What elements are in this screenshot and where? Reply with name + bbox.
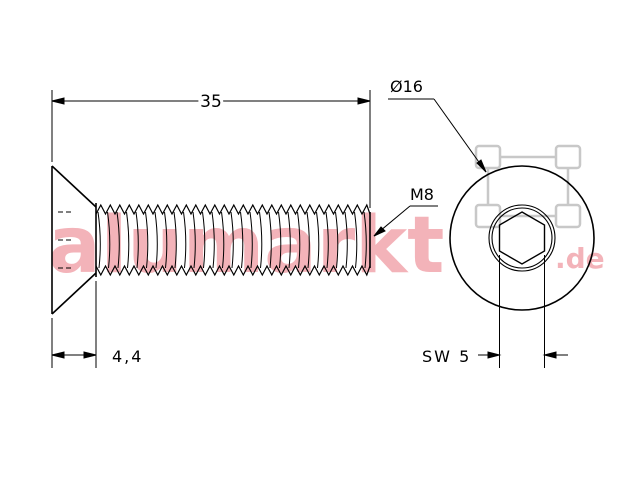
thread-profile: [95, 203, 371, 277]
length-label: 35: [200, 92, 222, 112]
diameter-callout: [388, 98, 487, 173]
diameter-label: Ø16: [390, 77, 423, 96]
socket-hidden-lines: [58, 211, 74, 269]
watermark-text: alumarkt: [48, 201, 444, 291]
head-height-dimension: [51, 281, 97, 368]
watermark-suffix: .de: [555, 242, 605, 275]
screw-side-view: [51, 165, 371, 315]
hex-socket-icon: [498, 211, 546, 265]
thread-label: M8: [410, 185, 434, 204]
watermark-logo-icon: [474, 144, 582, 229]
screw-end-view: [449, 165, 595, 311]
head-height-label: 4,4: [112, 347, 143, 366]
thread-callout: [373, 205, 438, 237]
socket-size-dimension: [478, 255, 568, 368]
length-dimension: [51, 90, 371, 208]
socket-size-label: SW 5: [422, 347, 471, 366]
